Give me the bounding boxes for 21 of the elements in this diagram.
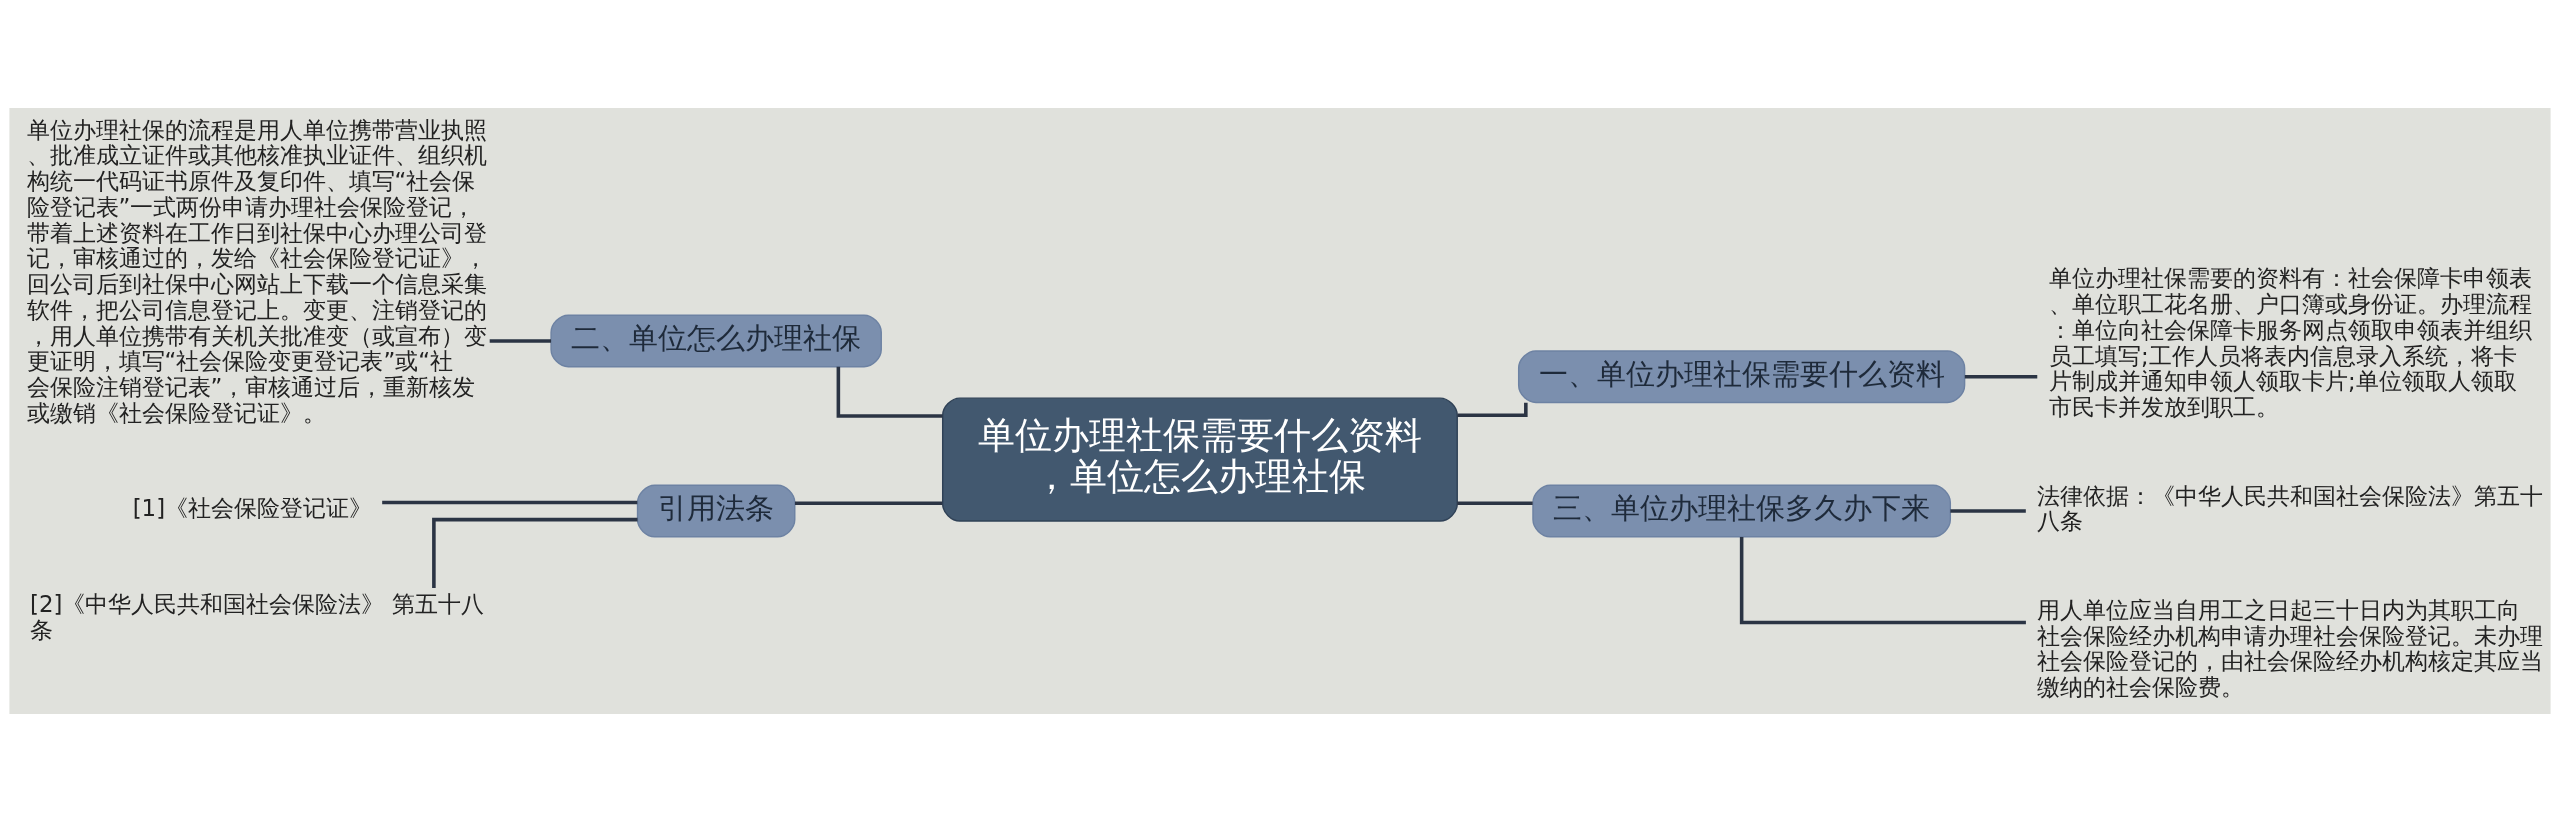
connector [836, 366, 943, 418]
node-box: 三、单位办理社保多久办下来 [1532, 484, 1952, 537]
connector [1950, 508, 2026, 513]
connector [382, 500, 638, 504]
connector [1739, 536, 2026, 624]
connector [432, 517, 638, 588]
node-text: 单位办理社保的流程是用人单位携带营业执照、批准成立证件或其他核准执业证件、组织机构统一代码证书原件及复印件、填写“社会保险登记表”一式两份申请办理社会保险登记，带着上述资料在工作日到社保中心办理公司登记，审核通过的，发给《社会保险登记证》，回公司后到社保中心网站上下载一个信息采集软件，把公司信息登记上。变更、注销登记的，用人单位携带有关机关批准变（或宣布）变更证明，填写“社会保险变更登记表”或“社会保险注销登记表”，审核通过后，重新核发或缴销《社会保险登记证》。 [26, 116, 487, 426]
node-box: 单位办理社保需要什么资料，单位怎么办理社保 [942, 396, 1458, 522]
connector [1457, 402, 1528, 417]
node-box: 二、单位怎么办理社保 [550, 314, 882, 367]
node-box: 引用法条 [636, 484, 796, 537]
node-text: 单位办理社保需要的资料有：社会保障卡申领表、单位职工花名册、户口簿或身份证。办理流程：单位向社会保障卡服务网点领取申领表并组织员工填写;工作人员将表内信息录入系统，将卡片制成并通知申领人领取卡片;单位领取人领取市民卡并发放到职工。 [2048, 264, 2532, 420]
node-text: 法律依据：《中华人民共和国社会保险法》第五十八条 [2037, 482, 2544, 534]
connector [1457, 500, 1533, 505]
node-text: 用人单位应当自用工之日起三十日内为其职工向社会保险经办机构申请办理社会保险登记。未办理社会保险登记的，由社会保险经办机构核定其应当缴纳的社会保险费。 [2037, 596, 2544, 700]
connector [489, 338, 552, 343]
node-text: [1]《社会保险登记证》 [132, 494, 373, 521]
connector [794, 500, 943, 505]
connector [1964, 374, 2038, 378]
node-text: [2]《中华人民共和国社会保险法》 第五十八条 [30, 590, 484, 643]
node-box: 一、单位办理社保需要什么资料 [1517, 349, 1966, 403]
